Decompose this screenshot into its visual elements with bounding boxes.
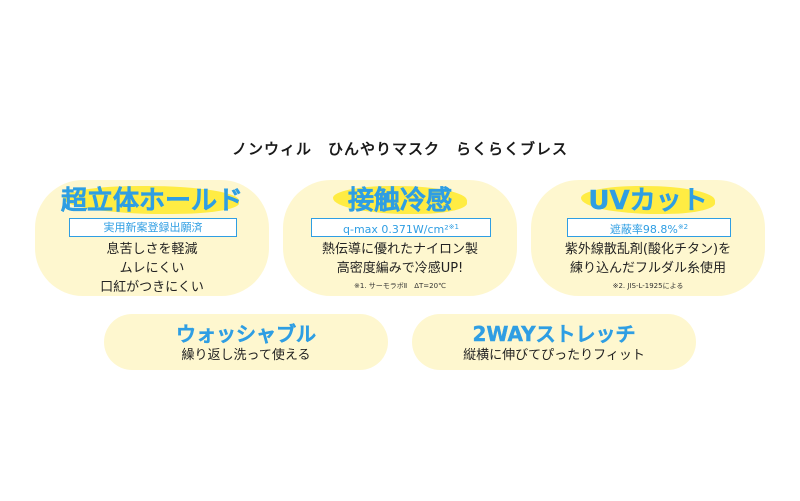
description-line: 縦横に伸びてぴったりフィット: [463, 348, 645, 363]
footnote-mark: ※1: [448, 223, 459, 231]
feature-card-uv-cut: UVカット 遮蔽率98.8%※2 紫外線散乱剤(酸化チタン)を 練り込んだフルダ…: [531, 180, 765, 296]
uv-value: 遮蔽率98.8%: [609, 223, 678, 236]
feature-card-2way-stretch: 2WAYストレッチ 縦横に伸びてぴったりフィット: [412, 314, 696, 370]
description-line: 紫外線散乱剤(酸化チタン)を: [564, 242, 732, 257]
feature-heading: 超立体ホールド: [60, 186, 243, 216]
feature-heading: 2WAYストレッチ: [472, 322, 636, 346]
uv-tag: 遮蔽率98.8%※2: [567, 218, 731, 237]
description-line: 熱伝導に優れたナイロン製: [321, 242, 478, 257]
feature-heading: ウォッシャブル: [176, 322, 316, 346]
feature-description: 紫外線散乱剤(酸化チタン)を 練り込んだフルダル糸使用: [531, 240, 765, 278]
feature-description: 息苦しさを軽減 ムレにくい 口紅がつきにくい: [35, 240, 269, 297]
feature-description: 熱伝導に優れたナイロン製 高密度編みで冷感UP!: [283, 240, 517, 278]
description-line: 口紅がつきにくい: [100, 280, 204, 295]
feature-description: 縦横に伸びてぴったりフィット: [412, 346, 696, 365]
footnote: ※1. サーモラボⅡ ΔT=20℃: [354, 282, 446, 290]
highlight-splash: [63, 186, 239, 214]
description-line: 高密度編みで冷感UP!: [336, 261, 464, 276]
feature-heading: 接触冷感: [347, 186, 452, 216]
page-title: ノンウィル ひんやりマスク らくらくブレス: [231, 140, 568, 158]
patent-tag: 実用新案登録出願済: [69, 218, 237, 237]
footnote-mark: ※2: [677, 223, 689, 231]
qmax-value: q-max 0.371W/cm²: [343, 223, 449, 236]
feature-card-cool-touch: 接触冷感 q-max 0.371W/cm²※1 熱伝導に優れたナイロン製 高密度…: [283, 180, 517, 296]
highlight-splash: [581, 186, 715, 214]
footnote: ※2. JIS-L-1925による: [612, 282, 684, 290]
feature-card-3d-hold: 超立体ホールド 実用新案登録出願済 息苦しさを軽減 ムレにくい 口紅がつきにくい: [35, 180, 269, 296]
highlight-splash: [333, 186, 467, 214]
feature-heading: UVカット: [588, 186, 708, 216]
description-line: 繰り返し洗って使える: [181, 348, 311, 363]
description-line: 練り込んだフルダル糸使用: [569, 261, 726, 276]
qmax-tag: q-max 0.371W/cm²※1: [311, 218, 491, 237]
description-line: ムレにくい: [119, 261, 185, 276]
feature-description: 繰り返し洗って使える: [104, 346, 388, 365]
description-line: 息苦しさを軽減: [106, 242, 198, 257]
feature-card-washable: ウォッシャブル 繰り返し洗って使える: [104, 314, 388, 370]
